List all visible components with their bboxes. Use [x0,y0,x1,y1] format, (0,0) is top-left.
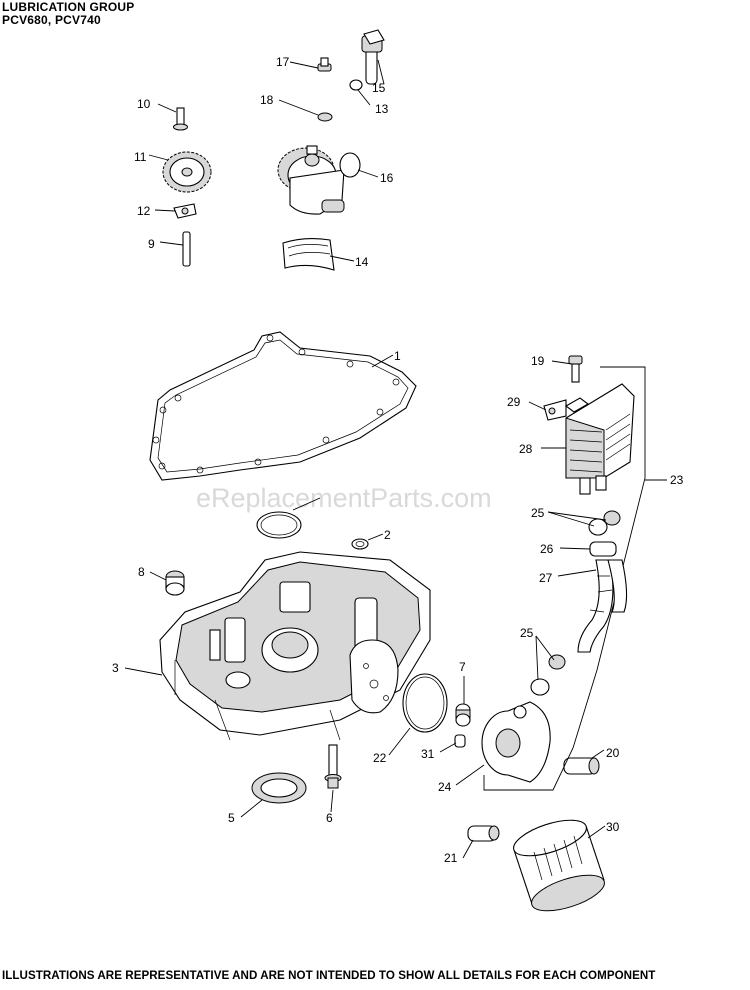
callout-10: 10 [137,97,151,111]
model-numbers: PCV680, PCV740 [2,13,101,27]
callout-25-lower: 25 [520,626,534,640]
callout-11: 11 [134,150,147,164]
part-6-bolt[interactable] [324,744,342,789]
part-31-fitting[interactable] [454,734,466,748]
part-24-adapter[interactable] [481,701,551,783]
callout-18: 18 [260,93,274,107]
part-9-pin[interactable] [182,231,191,267]
disclaimer-footer: ILLUSTRATIONS ARE REPRESENTATIVE AND ARE… [2,969,656,982]
part-17-screw[interactable] [317,57,332,72]
callout-16: 16 [380,171,394,185]
callout-27: 27 [539,571,553,585]
part-21-fitting[interactable] [467,825,500,842]
part-16-oil-pump[interactable] [277,145,361,215]
part-14-screen[interactable] [282,237,335,271]
callout-9: 9 [148,237,155,251]
watermark: eReplacementParts.com [196,483,492,513]
part-19-screw[interactable] [568,355,583,383]
callouts: 17 15 13 18 10 11 16 12 9 14 1 19 29 28 … [112,55,684,865]
part-25-lower-clamp[interactable] [530,654,566,696]
callout-25-upper: 25 [531,506,545,520]
callout-22: 22 [373,751,387,765]
page-title: LUBRICATION GROUP [2,0,135,14]
part-25-upper-clamps[interactable] [588,510,621,536]
part-7-plug[interactable] [455,703,471,727]
part-20-fitting[interactable] [563,757,600,775]
part-10-shaft[interactable] [173,107,188,131]
callout-14: 14 [355,255,369,269]
callout-3: 3 [112,661,119,675]
callout-1: 1 [394,349,401,363]
parts-diagram: eReplacementParts.com [112,29,684,918]
callout-7: 7 [459,660,466,674]
part-2-washer[interactable] [351,538,369,550]
callout-21: 21 [444,851,458,865]
callout-23: 23 [670,473,684,487]
callout-12: 12 [137,204,151,218]
callout-2: 2 [384,528,391,542]
callout-20: 20 [606,746,620,760]
callout-6: 6 [326,811,333,825]
part-15-dipstick-tube[interactable] [361,29,385,85]
leader-lines [124,59,667,859]
callout-29: 29 [507,395,521,409]
part-29-clip[interactable] [543,399,567,421]
callout-24: 24 [438,780,452,794]
callout-26: 26 [540,542,554,556]
part-1-gasket[interactable] [149,331,417,481]
part-12-bracket[interactable] [173,203,197,219]
callout-19: 19 [531,354,545,368]
callout-17: 17 [276,55,290,69]
part-22-o-ring[interactable] [402,673,448,733]
part-11-gear[interactable] [162,151,212,193]
part-30-oil-filter[interactable] [510,813,609,918]
callout-31: 31 [421,747,435,761]
pump-cover[interactable] [349,639,399,714]
part-5-seal[interactable] [251,772,307,804]
large-o-ring[interactable] [256,511,302,539]
part-27-hoses[interactable] [577,559,628,653]
part-28-oil-cooler[interactable] [565,383,635,495]
part-13-o-ring[interactable] [349,79,363,91]
part-8-plug[interactable] [165,570,185,596]
callout-5: 5 [228,811,235,825]
callout-28: 28 [519,442,533,456]
part-23-group-bracket [483,366,646,791]
callout-8: 8 [138,565,145,579]
callout-15: 15 [372,81,386,95]
part-18-washer[interactable] [317,112,333,122]
callout-30: 30 [606,820,620,834]
part-26-fitting[interactable] [589,541,617,557]
callout-13: 13 [375,102,389,116]
